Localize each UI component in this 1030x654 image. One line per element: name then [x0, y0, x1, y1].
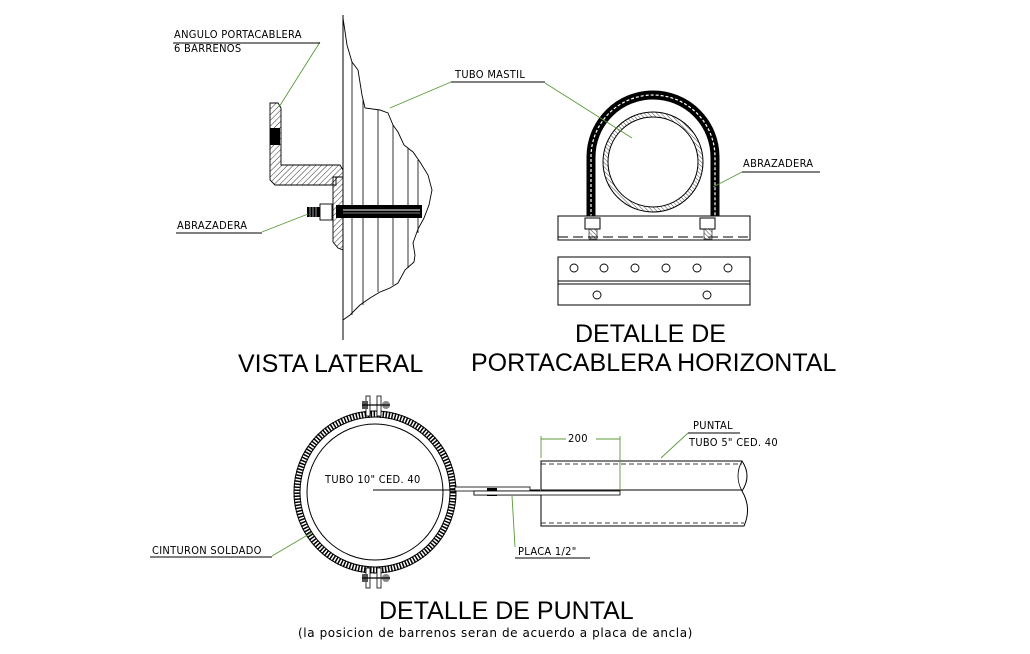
title-detalle-de-puntal: DETALLE DE PUNTAL	[379, 597, 634, 625]
pipe-10	[306, 423, 444, 561]
pipe-5	[540, 460, 748, 527]
label-tubo-5: TUBO 5" CED. 40	[689, 436, 778, 449]
title-vista-lateral: VISTA LATERAL	[238, 350, 424, 378]
portacablera-view	[451, 81, 820, 306]
label-6-barrenos: 6 BARRENOS	[174, 42, 242, 55]
bolt	[336, 205, 422, 218]
dimension-200: 200	[568, 432, 588, 445]
label-abrazadera-portacablera: ABRAZADERA	[743, 157, 814, 170]
mast-profile	[342, 17, 433, 321]
title-detalle-de: DETALLE DE	[575, 320, 726, 348]
title-portacablera-horizontal: PORTACABLERA HORIZONTAL	[471, 349, 837, 377]
label-placa: PLACA 1/2"	[518, 545, 577, 558]
label-cinturon-soldado: CINTURON SOLDADO	[152, 544, 262, 557]
label-angulo-portacablera: ANGULO PORTACABLERA	[174, 28, 302, 41]
label-puntal: PUNTAL	[693, 419, 733, 432]
clamp-bolts	[362, 395, 390, 589]
puntal-view	[150, 395, 748, 589]
belt-ring	[293, 410, 457, 574]
angle-bracket	[269, 102, 344, 186]
lateral-view	[173, 15, 452, 340]
label-abrazadera-lateral: ABRAZADERA	[177, 219, 248, 232]
label-tubo-10: TUBO 10" CED. 40	[325, 473, 421, 486]
label-tubo-mastil: TUBO MASTIL	[455, 68, 526, 81]
note-barrenos: (la posicion de barrenos seran de acuerd…	[298, 626, 693, 640]
